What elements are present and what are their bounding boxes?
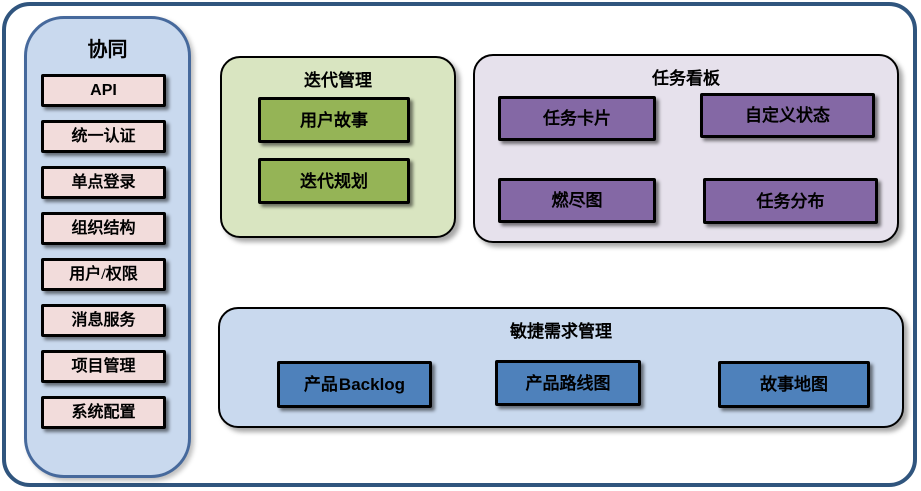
item-product-backlog-label-cn: 产品 <box>303 375 338 394</box>
sidebar-item-org-structure-label: 组织结构 <box>71 219 136 237</box>
sidebar-item-system-config: 系统配置 <box>41 396 166 429</box>
sidebar-item-message-service: 消息服务 <box>41 304 166 337</box>
item-product-roadmap: 产品路线图 <box>495 360 641 406</box>
sidebar-item-sso-label: 单点登录 <box>71 173 136 191</box>
sidebar-item-api-label: API <box>90 81 117 99</box>
item-burndown-chart-label: 燃尽图 <box>551 191 603 210</box>
item-task-card: 任务卡片 <box>498 96 656 141</box>
item-custom-status-label: 自定义状态 <box>745 106 830 125</box>
item-product-roadmap-label: 产品路线图 <box>525 373 611 393</box>
sidebar-item-user-permissions: 用户/权限 <box>41 258 166 291</box>
group-iteration-title: 迭代管理 <box>304 71 372 90</box>
sidebar-item-unified-auth-label: 统一认证 <box>71 127 136 145</box>
sidebar-item-api: API <box>41 74 166 107</box>
item-iteration-planning: 迭代规划 <box>258 158 410 204</box>
sidebar-item-org-structure: 组织结构 <box>41 212 166 245</box>
sidebar-title: 协同 <box>87 39 128 61</box>
sidebar-item-user-permissions-label: 用户/权限 <box>69 265 138 283</box>
group-iteration-management: 迭代管理 用户故事 迭代规划 <box>220 56 456 238</box>
item-task-distribution-label: 任务分布 <box>756 191 825 211</box>
group-task-kanban: 任务看板 任务卡片 自定义状态 燃尽图 任务分布 <box>473 54 899 243</box>
item-story-map: 故事地图 <box>718 361 870 408</box>
sidebar-item-unified-auth: 统一认证 <box>41 120 166 153</box>
item-iteration-planning-label: 迭代规划 <box>300 171 368 191</box>
item-custom-status: 自定义状态 <box>700 93 875 138</box>
item-product-backlog-label-en: Backlog <box>338 375 406 394</box>
group-kanban-title: 任务看板 <box>652 69 720 88</box>
item-burndown-chart: 燃尽图 <box>498 178 656 223</box>
sidebar-collaboration: 协同 API 统一认证 单点登录 组织结构 用户/权限 消息服务 <box>24 16 191 478</box>
sidebar-item-project-management-label: 项目管理 <box>71 357 136 375</box>
item-story-map-label: 故事地图 <box>760 375 828 394</box>
item-user-story-label: 用户故事 <box>300 110 368 130</box>
group-agile-title: 敏捷需求管理 <box>510 322 612 341</box>
sidebar-item-list: API 统一认证 单点登录 组织结构 用户/权限 消息服务 项目 <box>41 74 166 429</box>
sidebar-item-sso: 单点登录 <box>41 166 166 199</box>
sidebar-item-project-management: 项目管理 <box>41 350 166 383</box>
item-task-card-label: 任务卡片 <box>543 109 611 128</box>
sidebar-item-message-service-label: 消息服务 <box>71 311 136 329</box>
item-task-distribution: 任务分布 <box>703 178 878 224</box>
sidebar-item-system-config-label: 系统配置 <box>71 403 136 421</box>
item-user-story: 用户故事 <box>258 97 410 143</box>
